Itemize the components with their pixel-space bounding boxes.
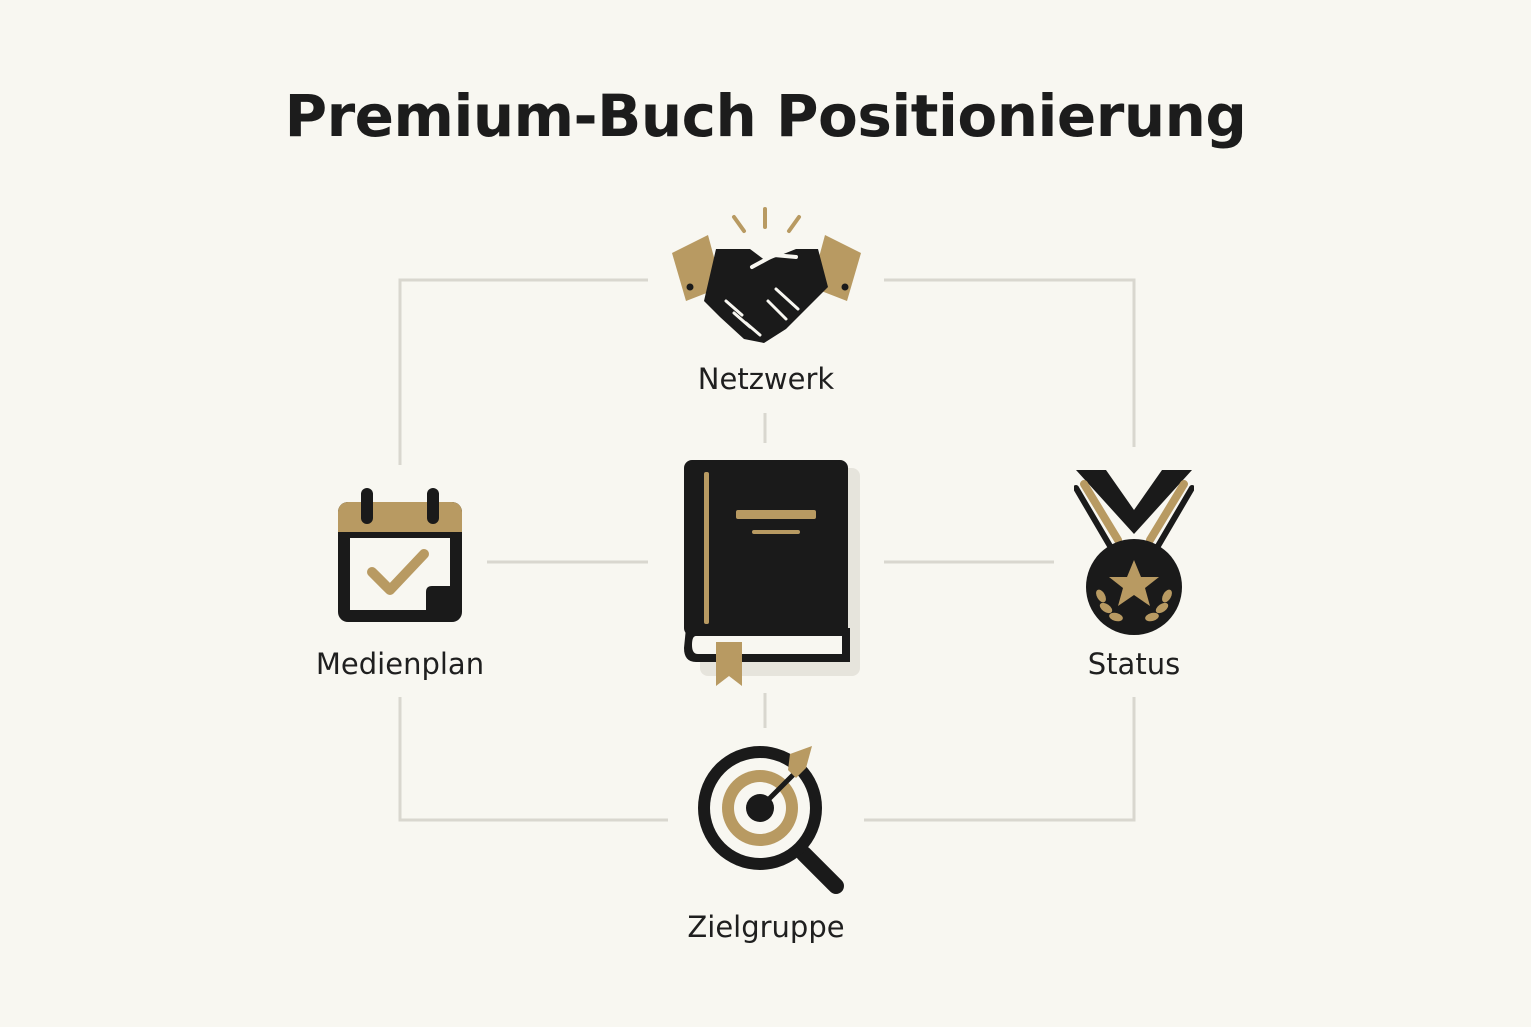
handshake-icon — [672, 207, 861, 343]
connector-bottom-left — [398, 697, 668, 822]
connector-top-right — [884, 278, 1136, 447]
label-zielgruppe: Zielgruppe — [687, 910, 845, 944]
connector-bottom-right — [864, 697, 1136, 822]
medal-icon — [1074, 470, 1194, 635]
diagram-title: Premium-Buch Positionierung — [284, 82, 1247, 150]
label-netzwerk: Netzwerk — [697, 362, 835, 396]
calendar-check-icon — [338, 488, 462, 622]
connector-top-left — [398, 278, 648, 465]
label-medienplan: Medienplan — [315, 647, 485, 681]
target-search-icon — [698, 746, 844, 894]
book-icon — [684, 460, 860, 686]
label-status: Status — [1087, 647, 1181, 681]
